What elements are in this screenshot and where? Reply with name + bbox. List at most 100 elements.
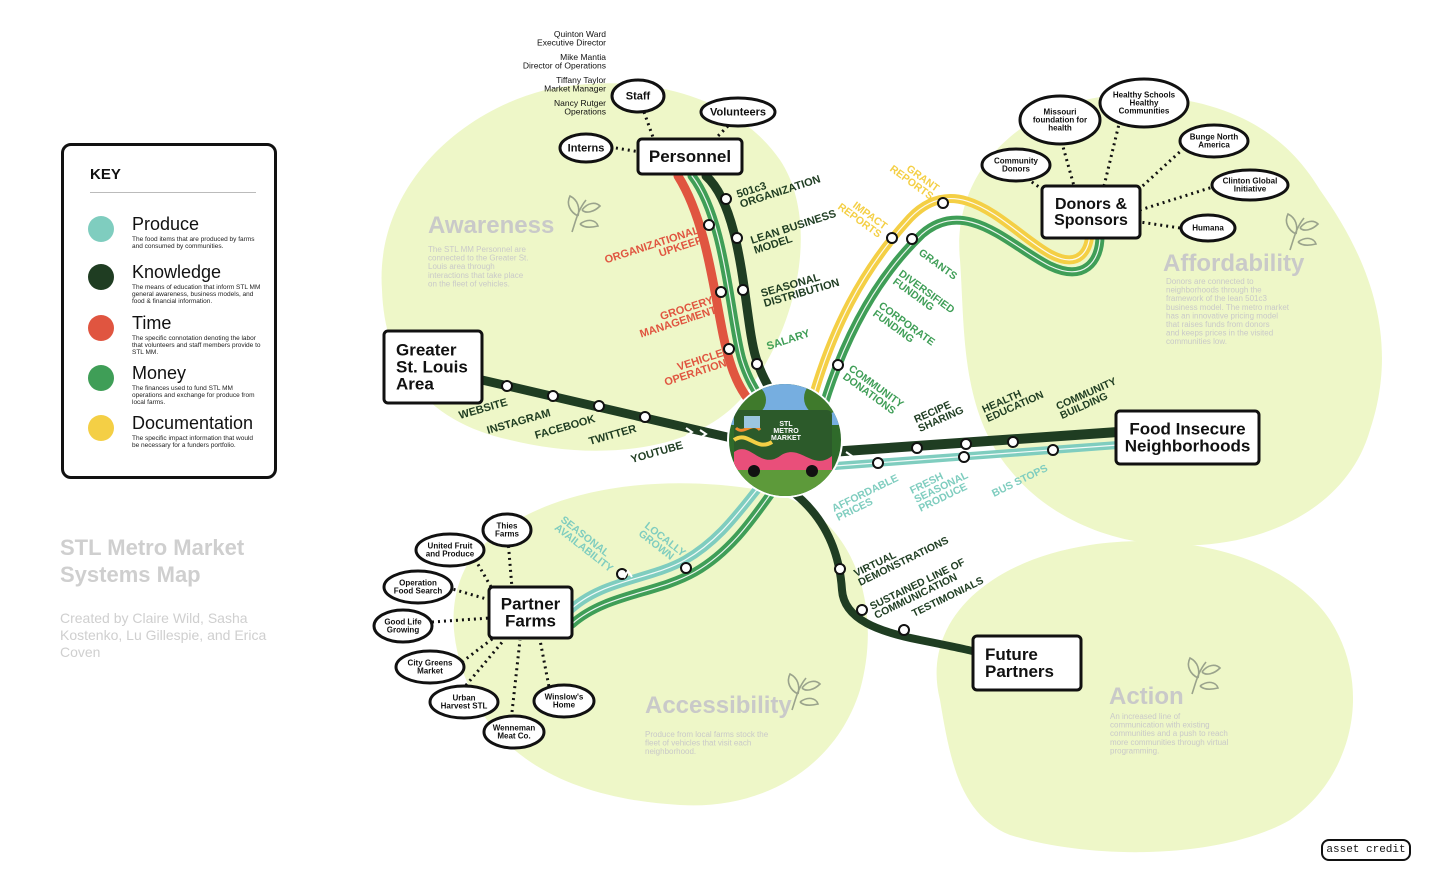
node-volunteers[interactable]: Volunteers (699, 96, 777, 128)
line-knowledge-food (825, 427, 1123, 457)
svg-text:Donors &Sponsors: Donors &Sponsors (1054, 196, 1128, 229)
line-label-recipe: RECIPESHARING (912, 395, 965, 435)
sprout-icon (1187, 656, 1222, 695)
svg-text:Interns: Interns (568, 143, 605, 155)
station (937, 197, 949, 209)
hub-personnel[interactable]: Personnel (636, 137, 744, 176)
line-sheen (567, 175, 1119, 625)
knowledge-swatch (88, 264, 114, 290)
line-label-affordable: AFFORDABLEPRICES (830, 472, 905, 523)
station (958, 451, 970, 463)
station (906, 233, 918, 245)
line-label-impact-reports: IMPACTREPORTS (835, 193, 889, 241)
sprout-icon (567, 194, 602, 233)
svg-text:Humana: Humana (1192, 224, 1224, 233)
station (1047, 444, 1059, 456)
station (832, 359, 844, 371)
key-item-desc: The food items that are produced by farm… (132, 236, 255, 250)
key-item-label: Documentation (132, 413, 254, 433)
station (751, 358, 763, 370)
station (856, 604, 868, 616)
hub-donors[interactable]: Donors &Sponsors (1040, 184, 1142, 240)
key-item-desc: The finances used to fund STL MM operati… (132, 385, 255, 406)
map-title: STL Metro Market Systems Map (60, 535, 245, 587)
time-swatch (88, 315, 114, 341)
line-label-community-donations: COMMUNITYDONATIONS (840, 363, 905, 419)
key-panel: KEY Produce The food items that are prod… (61, 143, 277, 479)
region-title-action: Action (1109, 683, 1184, 710)
node-staff[interactable]: Staff (610, 78, 666, 114)
svg-text:Volunteers: Volunteers (710, 107, 766, 119)
station (960, 438, 972, 450)
region-title-awareness: Awareness (428, 212, 554, 239)
key-item-desc: The specific connotation denoting the la… (132, 335, 261, 356)
line-label-fresh: FRESHSEASONALPRODUCE (908, 460, 975, 515)
key-item-label: Produce (132, 214, 200, 234)
station (715, 286, 727, 298)
line-knowledge-greater (477, 375, 745, 445)
key-item-label: Time (132, 313, 172, 333)
line-label-grants: GRANTS (916, 247, 959, 283)
chevrons (623, 427, 854, 579)
node-interns[interactable]: Interns (558, 132, 614, 164)
asset-credit-button[interactable]: asset credit (1321, 839, 1411, 861)
station (639, 411, 651, 423)
station (501, 380, 513, 392)
station (886, 232, 898, 244)
station (731, 232, 743, 244)
region-title-accessibility: Accessibility (645, 692, 792, 719)
station (898, 624, 910, 636)
region-title-affordability: Affordability (1163, 250, 1305, 277)
svg-text:Personnel: Personnel (649, 147, 731, 166)
key-item-label: Knowledge (132, 262, 222, 282)
map-authors: Created by Claire Wild, Sasha Kostenko, … (60, 610, 267, 660)
key-title: KEY (90, 166, 121, 183)
station (1007, 436, 1019, 448)
station (737, 284, 749, 296)
key-item-desc: The means of education that inform STL M… (132, 284, 261, 305)
node-humana[interactable]: Humana (1179, 213, 1237, 243)
produce-swatch (88, 216, 114, 242)
key-item-desc: The specific impact information that wou… (132, 435, 254, 449)
money-swatch (88, 365, 114, 391)
stations (501, 193, 1059, 636)
sprout-icon (787, 672, 822, 711)
